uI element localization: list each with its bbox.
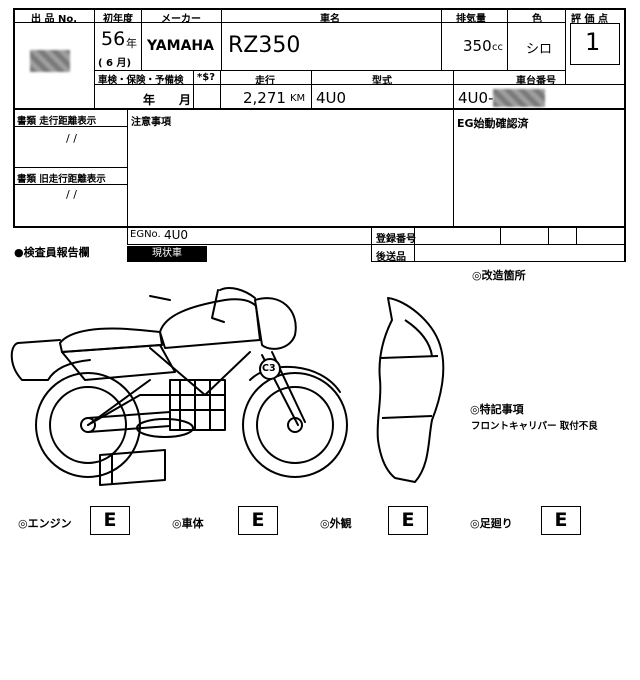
grade-engine-value: E [90, 506, 130, 535]
frame-label: 車台番号 [516, 76, 556, 87]
old-mileage-doc-label: 書類 旧走行距離表示 [17, 174, 106, 185]
maker-value: YAMAHA [147, 38, 214, 54]
displacement-value: 350 [463, 37, 492, 55]
status-badge: 現状車 [127, 246, 207, 262]
fuel-tank [159, 298, 261, 349]
front-wheel [242, 372, 348, 478]
handlebar [219, 287, 256, 299]
score-value: 1 [585, 28, 601, 56]
type-value: 4U0 [316, 89, 347, 107]
special-notes-text: フロントキャリパー 取付不良 [471, 421, 598, 432]
year-unit: 年 [126, 37, 137, 50]
year-label: 初年度 [103, 14, 133, 25]
motorcycle-diagram [10, 287, 348, 486]
mileage-doc-value: / / [66, 132, 77, 145]
engine [169, 379, 226, 431]
mileage-doc-label: 書類 走行距離表示 [17, 116, 97, 127]
color-label: 色 [532, 14, 542, 25]
grade-exterior-label: ◎外観 [320, 517, 352, 530]
damage-marker-label: C3 [262, 363, 276, 374]
inspection-value: 年 月 [143, 93, 192, 107]
grade-body-value: E [238, 506, 278, 535]
note-label: *$? [197, 72, 215, 83]
grade-engine-label: ◎エンジン [18, 517, 72, 530]
frame-value: 4U0- [458, 89, 494, 107]
eg-no-value: 4U0 [164, 228, 189, 242]
redacted-frame-number [493, 89, 545, 107]
maker-label: メーカー [161, 14, 201, 25]
grade-suspension-value: E [541, 506, 581, 535]
exhaust [99, 449, 166, 486]
color-value: シロ [526, 42, 553, 57]
damage-marker-circle [259, 358, 281, 380]
notes-label: 注意事項 [131, 117, 171, 128]
month-value: ( 6 月) [98, 58, 132, 69]
old-mileage-doc-value: / / [66, 188, 77, 201]
eg-no-label: EGNo. [130, 229, 161, 240]
year-value: 56 [101, 28, 126, 50]
score-label: 評 価 点 [571, 14, 608, 25]
mileage-unit: KM [290, 93, 306, 104]
ship-label: 後送品 [376, 252, 406, 263]
model-name-label: 車名 [320, 14, 340, 25]
special-notes-title: ◎特記事項 [470, 403, 524, 416]
grade-suspension-label: ◎足廻り [470, 517, 513, 530]
modified-label: ◎改造箇所 [472, 269, 526, 282]
displacement-unit: cc [492, 42, 503, 53]
inspection-label: 車検・保険・予備検 [98, 75, 184, 86]
redacted-lot-number [30, 50, 70, 72]
model-name-value: RZ350 [228, 33, 301, 58]
mileage-label: 走行 [255, 76, 275, 87]
grade-body-label: ◎車体 [172, 517, 204, 530]
displacement-label: 排気量 [456, 14, 486, 25]
eg-check-label: EG始動確認済 [457, 117, 529, 130]
grade-exterior-value: E [388, 506, 428, 535]
type-label: 型式 [372, 76, 392, 87]
inspector-label: ●検査員報告欄 [14, 246, 90, 259]
reg-no-label: 登録番号 [376, 234, 416, 245]
fairing-diagram [376, 297, 445, 483]
mileage-value: 2,271 [243, 89, 286, 107]
headlight [254, 297, 297, 350]
lot-no-label: 出 品 No. [31, 14, 78, 25]
